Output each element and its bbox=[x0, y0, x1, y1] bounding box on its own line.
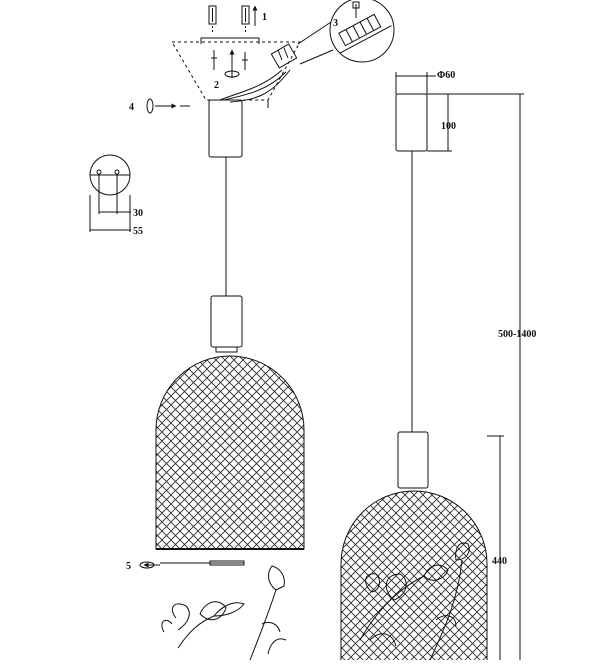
step-1-label: 1 bbox=[262, 12, 267, 23]
wire bbox=[219, 69, 283, 101]
step-2-label: 2 bbox=[214, 80, 219, 91]
lamp-holder-right bbox=[397, 431, 429, 489]
canopy-right bbox=[395, 93, 428, 152]
step-5-label: 5 bbox=[126, 561, 131, 572]
assembled-view bbox=[340, 72, 524, 661]
rotate-icon bbox=[224, 70, 240, 78]
bottom-ring bbox=[209, 560, 245, 566]
wall-anchors bbox=[208, 5, 250, 34]
mounting-bracket bbox=[200, 37, 260, 70]
step-4-label: 4 bbox=[129, 102, 134, 113]
total-length-dim: 500-1400 bbox=[498, 329, 536, 340]
canopy-diameter-dim: Φ60 bbox=[437, 70, 455, 81]
mount-width-dim: 55 bbox=[133, 226, 143, 237]
screw-spacing-dim: 30 bbox=[133, 208, 143, 219]
shade-height-dim: 440 bbox=[492, 556, 507, 567]
step-3-label: 3 bbox=[333, 18, 338, 29]
flower-decoration bbox=[161, 565, 287, 661]
socket-ring bbox=[215, 346, 238, 353]
rotate-icon-4 bbox=[146, 98, 154, 114]
mesh-shade bbox=[155, 355, 305, 550]
mount-detail bbox=[89, 154, 131, 232]
terminal-detail bbox=[297, 0, 395, 65]
canopy bbox=[208, 99, 243, 158]
installation-view bbox=[139, 0, 395, 661]
mesh-shade-right bbox=[340, 490, 488, 660]
terminal-block bbox=[270, 43, 298, 69]
flower-decoration-right bbox=[359, 542, 470, 661]
lamp-holder bbox=[210, 295, 243, 348]
canopy-height-dim: 100 bbox=[441, 121, 456, 132]
